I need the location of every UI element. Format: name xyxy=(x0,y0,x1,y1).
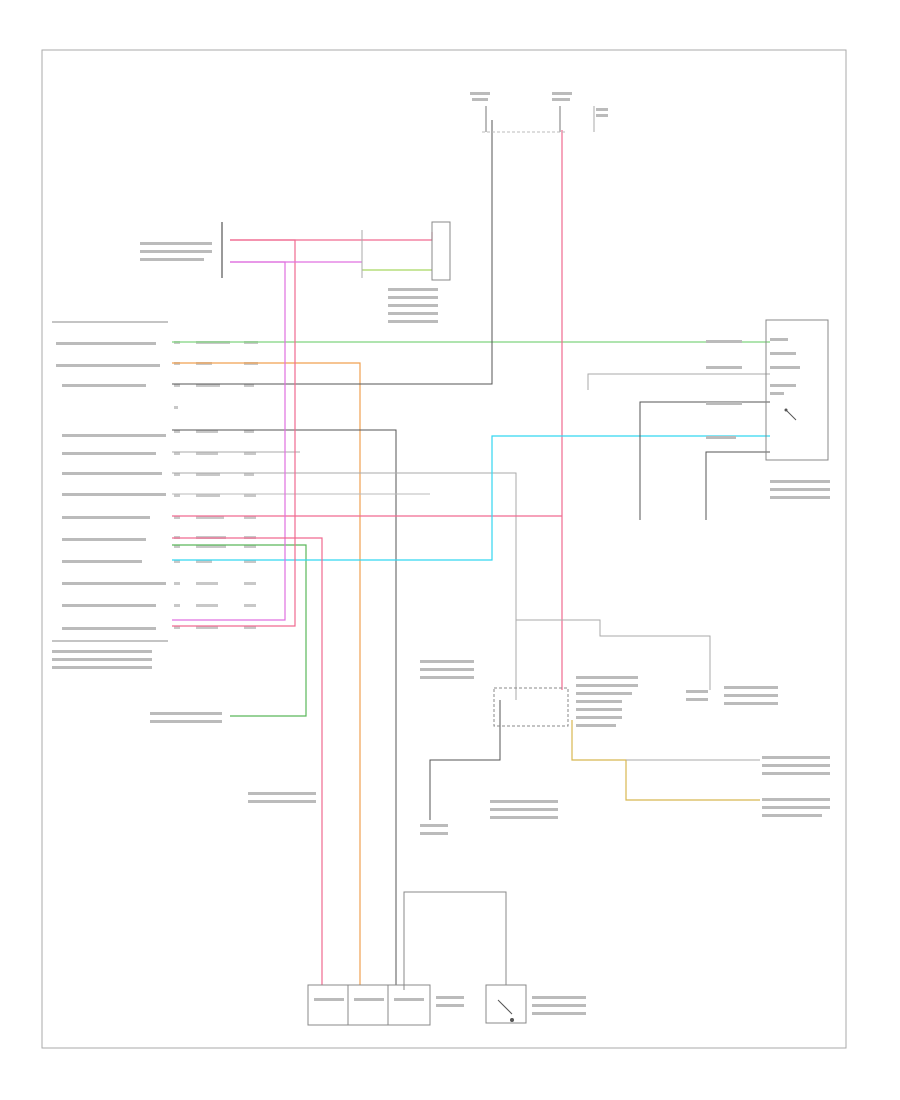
lower-center-module xyxy=(420,756,830,835)
wire-right-dark-2 xyxy=(705,451,770,520)
wire-pink-2 xyxy=(172,239,296,627)
top-fuse-block xyxy=(470,92,608,133)
left-lower-labels xyxy=(150,660,474,803)
wire-pink-top xyxy=(230,232,433,241)
left-top-connector xyxy=(140,222,223,278)
wire-orange xyxy=(172,362,361,985)
wire-magenta-1 xyxy=(172,261,286,621)
middle-switch-module xyxy=(493,676,778,727)
wire-cyan xyxy=(172,435,770,561)
wire-grey-2 xyxy=(172,472,517,700)
wire-right-grey xyxy=(587,373,770,390)
wire-grey-top-mid xyxy=(516,619,711,690)
wire-pink-3 xyxy=(172,537,323,985)
wire-green-lower xyxy=(172,544,307,717)
wire-grey-bottom xyxy=(403,891,507,990)
left-pin-labels xyxy=(52,342,166,669)
diagram-frame xyxy=(41,49,847,1049)
wire-dark-top xyxy=(172,120,493,385)
wire-dark-down xyxy=(172,429,397,985)
wire-dark-mid xyxy=(429,700,501,820)
right-switch-module xyxy=(706,319,830,499)
bottom-control-unit xyxy=(307,984,464,1026)
bottom-switch xyxy=(485,984,586,1024)
wire-right-dark-1 xyxy=(639,401,770,520)
rear-connector xyxy=(388,221,451,323)
